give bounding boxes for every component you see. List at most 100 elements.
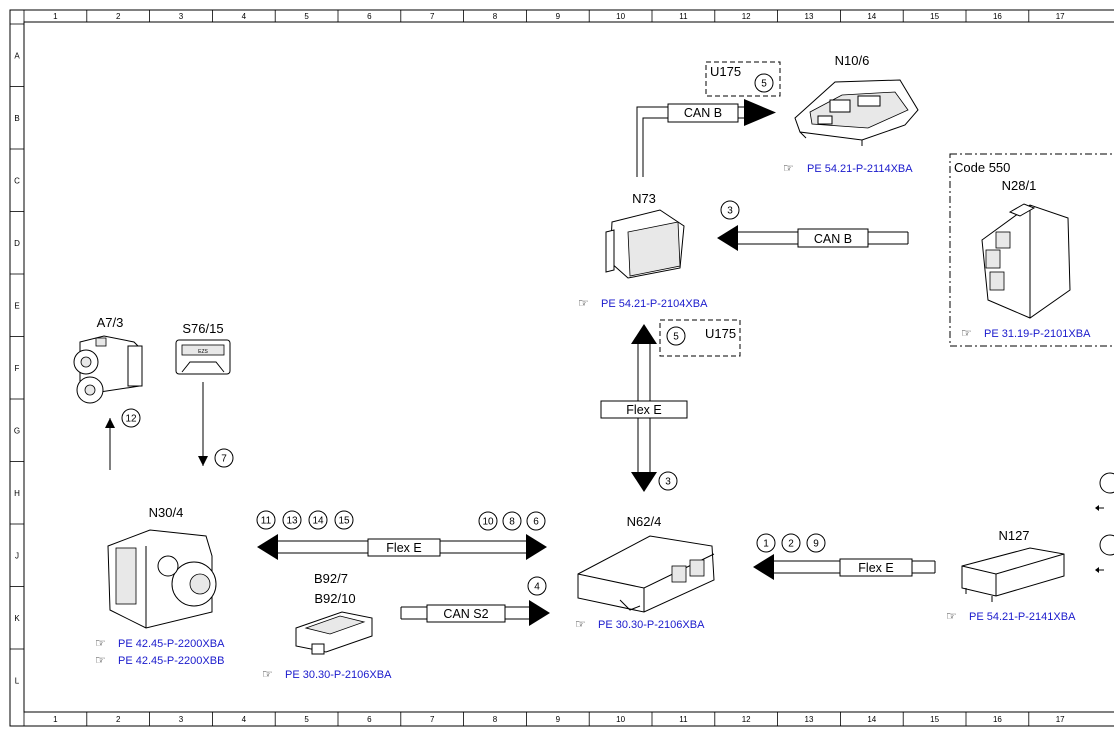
- n73-ref: ☞ PE 54.21-P-2104XBA: [578, 296, 708, 310]
- n10-6-ref-text: PE 54.21-P-2114XBA: [807, 163, 913, 175]
- n28-1-ref: ☞ PE 31.19-P-2101XBA: [961, 326, 1091, 340]
- row-letter: E: [14, 301, 19, 310]
- marker-circle: [478, 511, 498, 531]
- column-number: 14: [867, 715, 876, 724]
- can-b-mid-label: CAN B: [814, 232, 852, 246]
- column-number: 5: [304, 12, 309, 21]
- marker-number: 2: [788, 539, 794, 550]
- b92-10-label: B92/10: [314, 591, 355, 606]
- column-number: 11: [679, 12, 688, 21]
- column-number: 15: [930, 715, 939, 724]
- column-number: 3: [179, 715, 184, 724]
- row-letter: F: [15, 364, 20, 373]
- marker-a7-3: 12: [125, 414, 137, 425]
- b92-7-label: B92/7: [314, 571, 348, 586]
- can-b-mid-connection: 3 CAN B: [717, 200, 909, 251]
- column-number: 10: [616, 715, 625, 724]
- column-number: 16: [993, 715, 1002, 724]
- document-ref-icon: ☞: [783, 161, 794, 175]
- n30-4-ref2-text: PE 42.45-P-2200XBB: [118, 655, 224, 667]
- column-number: 17: [1056, 12, 1065, 21]
- n62-4-module: N62/4 ☞ PE 30.30-P-2106XBA: [575, 514, 715, 631]
- n10-6-ref: ☞ PE 54.21-P-2114XBA: [783, 161, 913, 175]
- marker-number: 10: [482, 517, 494, 528]
- u175-label-top: U175: [710, 64, 741, 79]
- column-number: 4: [242, 715, 247, 724]
- u175-option-box-mid: 5 U175: [659, 319, 741, 357]
- a7-3-device-icon: [73, 335, 143, 404]
- n30-4-device-icon: [107, 529, 217, 629]
- can-b-top-label: CAN B: [684, 106, 722, 120]
- row-letter: D: [14, 239, 20, 248]
- n73-module: N73 ☞ PE 54.21-P-2104XBA: [578, 191, 708, 310]
- row-letter: B: [14, 114, 19, 123]
- marker-number: 15: [338, 516, 350, 527]
- a7-3-component: A7/3 12: [73, 315, 143, 470]
- marker-u175-top: 5: [761, 79, 767, 90]
- n28-1-label: N28/1: [1002, 178, 1037, 193]
- row-letter: K: [14, 614, 20, 623]
- marker-flex-e-down: 3: [665, 477, 671, 488]
- can-s2-connection: CAN S2 4: [400, 576, 550, 626]
- n73-device-icon: [605, 209, 685, 279]
- row-letter: H: [14, 489, 20, 498]
- n127-device-icon: [961, 547, 1065, 602]
- u175-option-box-top: U175 5: [705, 61, 781, 97]
- document-ref-icon: ☞: [95, 636, 106, 650]
- row-letter: J: [15, 551, 19, 560]
- n127-ref-text: PE 54.21-P-2141XBA: [969, 611, 1076, 623]
- marker-circle: [256, 510, 276, 530]
- marker-circle: [781, 533, 801, 553]
- flex-e-left-label: Flex E: [386, 541, 421, 555]
- n10-6-label: N10/6: [835, 53, 870, 68]
- column-number: 15: [930, 12, 939, 21]
- column-number: 12: [742, 715, 751, 724]
- column-number: 16: [993, 12, 1002, 21]
- column-number: 5: [304, 715, 309, 724]
- marker-number: 6: [533, 517, 539, 528]
- n127-ref: ☞ PE 54.21-P-2141XBA: [946, 609, 1076, 623]
- column-number: 8: [493, 715, 498, 724]
- column-number: 14: [867, 12, 876, 21]
- marker-circle: [526, 511, 546, 531]
- b92-ref: ☞ PE 30.30-P-2106XBA: [262, 667, 392, 681]
- column-number: 8: [493, 12, 498, 21]
- marker-can-b-mid: 3: [727, 206, 733, 217]
- flex-e-right-label: Flex E: [858, 561, 893, 575]
- can-s2-label: CAN S2: [443, 607, 488, 621]
- flex-e-vertical-label: Flex E: [626, 403, 661, 417]
- column-number: 13: [805, 12, 814, 21]
- marker-number: 11: [261, 516, 272, 527]
- marker-circle: [308, 510, 328, 530]
- column-number: 12: [742, 12, 751, 21]
- column-number: 11: [679, 715, 688, 724]
- document-ref-icon: ☞: [961, 326, 972, 340]
- n28-1-ref-text: PE 31.19-P-2101XBA: [984, 328, 1091, 340]
- n127-module: N127 ☞ PE 54.21-P-2141XBA: [946, 528, 1076, 623]
- row-letter: L: [15, 676, 20, 685]
- marker-number: 8: [509, 517, 515, 528]
- n30-4-module: N30/4 ☞ PE 42.45-P-2200XBA ☞ PE 42.45-P-…: [95, 505, 225, 667]
- n62-4-ref: ☞ PE 30.30-P-2106XBA: [575, 617, 705, 631]
- column-number: 9: [556, 12, 561, 21]
- column-number: 2: [116, 12, 121, 21]
- document-ref-icon: ☞: [95, 653, 106, 667]
- marker-s76-15: 7: [221, 454, 227, 465]
- column-number: 1: [53, 12, 58, 21]
- marker-circle: [502, 511, 522, 531]
- document-ref-icon: ☞: [575, 617, 586, 631]
- n28-1-device-icon: [981, 203, 1071, 319]
- u175-label-mid: U175: [705, 326, 736, 341]
- can-b-top-connection: CAN B: [636, 99, 776, 177]
- n30-4-ref1-text: PE 42.45-P-2200XBA: [118, 638, 225, 650]
- marker-number: 9: [813, 539, 819, 550]
- s76-15-component: S76/15 EZS 7: [175, 321, 234, 468]
- marker-u175-mid: 5: [673, 332, 679, 343]
- b92-ref-text: PE 30.30-P-2106XBA: [285, 669, 392, 681]
- b92-device-icon: [295, 611, 373, 655]
